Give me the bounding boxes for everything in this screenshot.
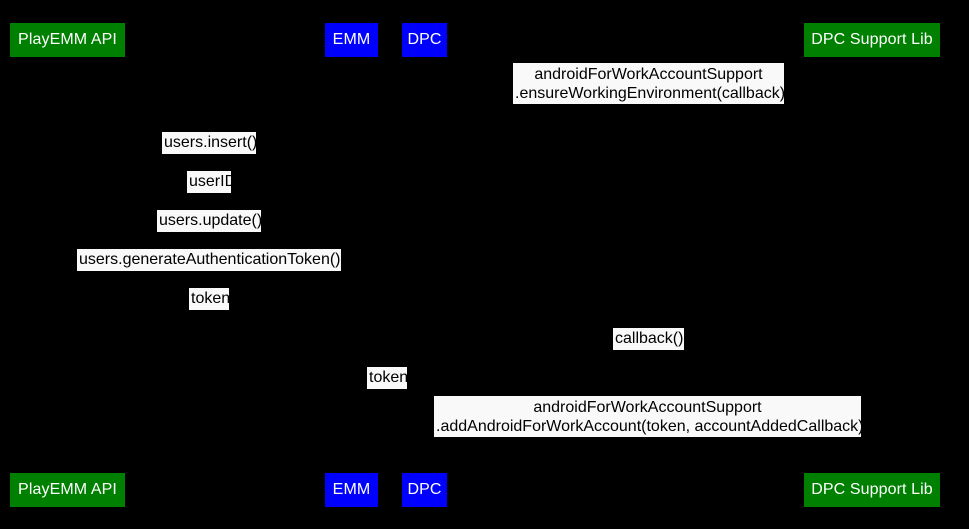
message-line-1: userID: [189, 173, 237, 190]
message-label-add-android-for-work-account[interactable]: androidForWorkAccountSupport .addAndroidF…: [434, 396, 864, 437]
message-label-users-update[interactable]: users.update(): [157, 210, 263, 232]
message-label-callback[interactable]: callback(): [613, 328, 684, 350]
lifeline-emm: [351, 57, 352, 473]
message-line-2: .ensureWorkingEnvironment(callback): [515, 85, 786, 102]
message-label-ensure-working-environment[interactable]: androidForWorkAccountSupport .ensureWorki…: [513, 63, 786, 104]
participant-playemm-api[interactable]: PlayEMM API: [10, 23, 125, 57]
participant-label: PlayEMM API: [18, 31, 117, 48]
lifeline-playemm-api: [67, 57, 68, 473]
participant-emm[interactable]: EMM: [325, 23, 378, 57]
message-label-token-upper[interactable]: token: [189, 288, 231, 310]
message-line-1: users.update(): [159, 212, 263, 229]
lifeline-dpc: [424, 57, 425, 473]
message-line-1: users.generateAuthenticationToken(): [79, 251, 341, 268]
message-line-1: androidForWorkAccountSupport: [533, 399, 762, 416]
message-line-1: users.insert(): [164, 134, 258, 151]
participant-label: EMM: [332, 31, 371, 48]
message-line-1: token: [191, 290, 231, 307]
participant-dpc-support-lib-bottom[interactable]: DPC Support Lib: [804, 473, 940, 507]
participant-emm-bottom[interactable]: EMM: [325, 473, 378, 507]
participant-dpc[interactable]: DPC: [402, 23, 447, 57]
participant-playemm-api-bottom[interactable]: PlayEMM API: [10, 473, 125, 507]
message-line-1: callback(): [615, 330, 684, 347]
participant-label: EMM: [332, 481, 371, 498]
message-label-token-lower[interactable]: token: [367, 367, 409, 389]
message-line-1: androidForWorkAccountSupport: [534, 66, 763, 83]
message-line-1: token: [369, 369, 409, 386]
message-label-user-id[interactable]: userID: [187, 171, 237, 193]
participant-label: DPC: [407, 481, 442, 498]
participant-label: PlayEMM API: [18, 481, 117, 498]
message-line-2: .addAndroidForWorkAccount(token, account…: [436, 418, 864, 435]
lifeline-dpc-support-lib: [871, 57, 872, 473]
message-label-users-insert[interactable]: users.insert(): [162, 132, 258, 154]
message-label-users-generate-authentication-token[interactable]: users.generateAuthenticationToken(): [77, 249, 341, 271]
participant-label: DPC Support Lib: [811, 31, 933, 48]
participant-dpc-support-lib[interactable]: DPC Support Lib: [804, 23, 940, 57]
participant-label: DPC: [407, 31, 442, 48]
participant-label: DPC Support Lib: [811, 481, 933, 498]
participant-dpc-bottom[interactable]: DPC: [402, 473, 447, 507]
